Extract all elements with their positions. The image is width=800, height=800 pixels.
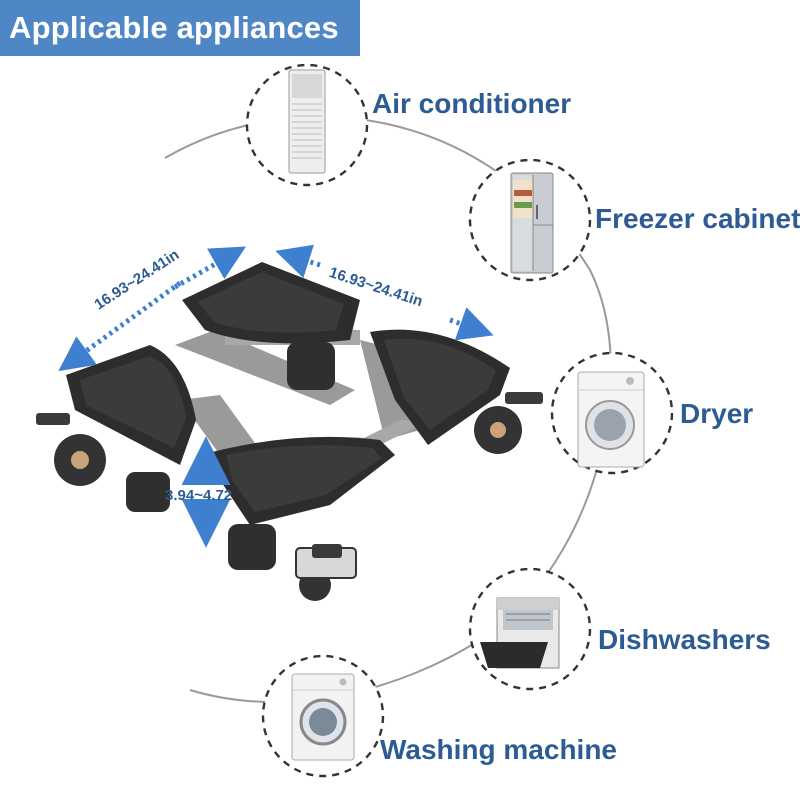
label-washing-machine: Washing machine [380, 734, 618, 765]
adjustable-foot [126, 342, 335, 570]
label-air-conditioner: Air conditioner [372, 88, 572, 119]
corner-pad-right [370, 329, 510, 445]
label-dishwashers: Dishwashers [598, 624, 771, 655]
dryer-icon [577, 371, 645, 468]
air-conditioner-icon [288, 69, 326, 174]
appliance-washing-machine [261, 654, 385, 778]
dishwasher-icon [480, 597, 560, 669]
refrigerator-icon [510, 172, 554, 274]
appliance-air-conditioner [245, 63, 369, 187]
label-dryer: Dryer [680, 398, 754, 429]
dimension-height: 3.94~4.72 [165, 487, 233, 504]
appliance-dishwashers [468, 567, 592, 691]
wheel-brake-lever [36, 392, 543, 579]
dimension-arrows [58, 244, 494, 548]
appliance-dryer [550, 351, 674, 475]
washing-machine-icon [291, 673, 355, 761]
corner-pad-bottom [212, 436, 395, 525]
appliance-freezer-cabinet [468, 158, 592, 282]
corner-pad-top [182, 262, 360, 344]
page-title: Applicable appliances [0, 0, 360, 56]
appliance-stand-image [36, 262, 543, 601]
corner-pad-left [66, 345, 196, 465]
label-freezer-cabinet: Freezer cabinet [595, 203, 800, 234]
